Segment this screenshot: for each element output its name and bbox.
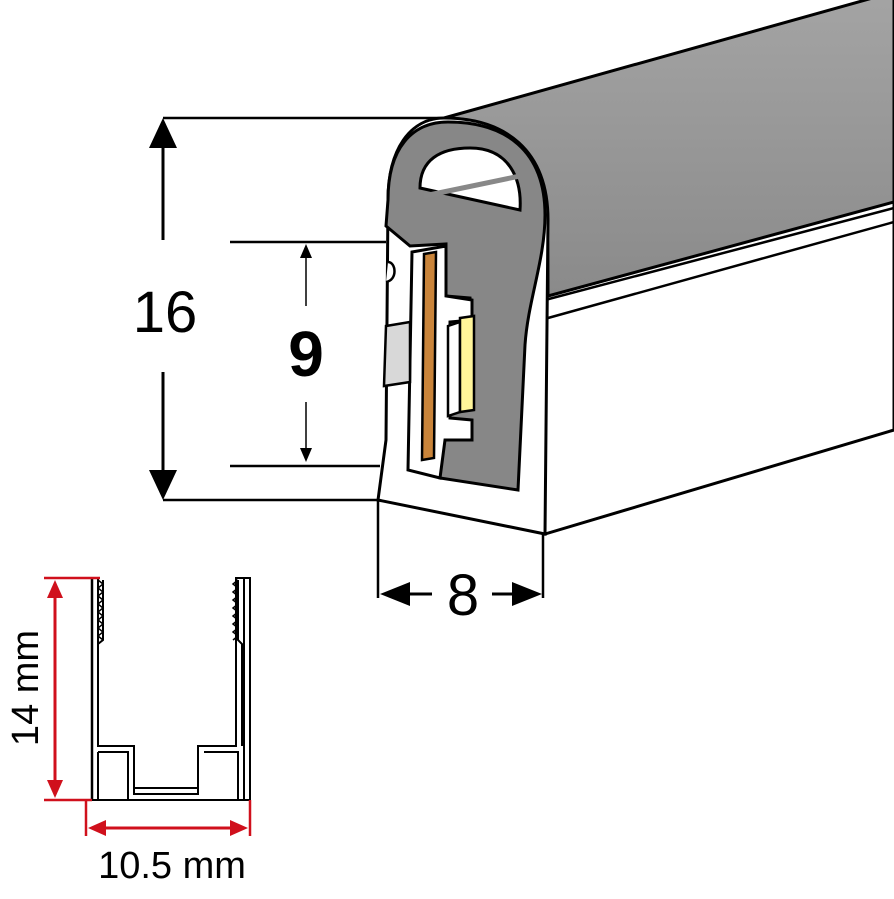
profile-notch — [385, 260, 396, 284]
neon-profile — [376, 0, 894, 537]
led-chip — [446, 320, 462, 418]
channel-width-label: 10.5 mm — [98, 845, 246, 887]
profile-diffuser-height-label: 9 — [288, 318, 324, 390]
channel-height-label: 14 mm — [5, 630, 47, 746]
channel-outline — [91, 577, 251, 801]
profile-width-label: 8 — [447, 563, 479, 628]
led-chip-emitter — [458, 314, 476, 414]
copper-pcb-strip — [420, 250, 438, 462]
channel-right-serration — [231, 579, 240, 641]
profile-hollow-channel — [418, 146, 522, 212]
profile-side-ridge-highlight — [547, 220, 894, 320]
hollow-inner-highlight — [423, 173, 521, 199]
mounting-channel — [90, 577, 251, 801]
profile-dimensions: 16 9 8 — [133, 116, 545, 628]
profile-side-ridge — [544, 206, 894, 302]
channel-left-serration — [96, 579, 105, 641]
profile-height-label: 16 — [133, 280, 198, 345]
channel-dimensions: 14 mm 10.5 mm — [5, 576, 252, 887]
profile-side-tab — [382, 320, 412, 388]
